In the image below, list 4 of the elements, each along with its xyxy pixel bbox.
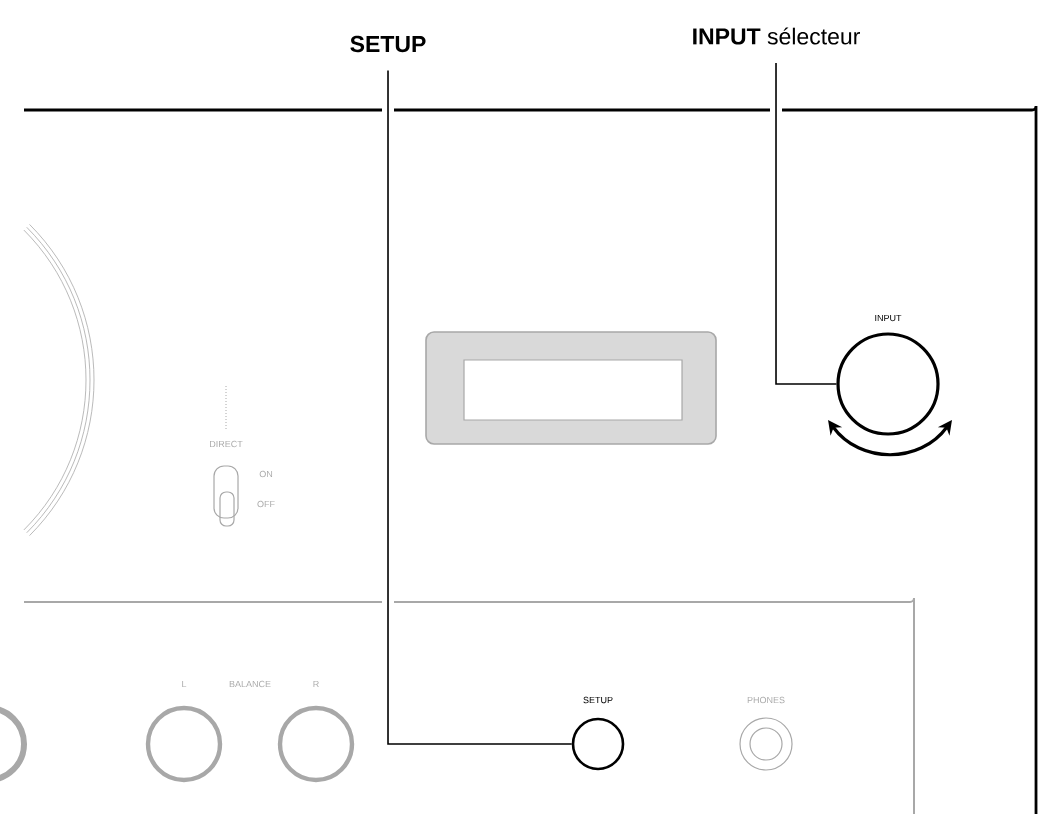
callout-label: SETUP xyxy=(350,35,426,53)
leader-line xyxy=(775,62,838,385)
callout-label: INPUT sélecteur xyxy=(693,27,860,45)
leader-line xyxy=(387,69,573,745)
